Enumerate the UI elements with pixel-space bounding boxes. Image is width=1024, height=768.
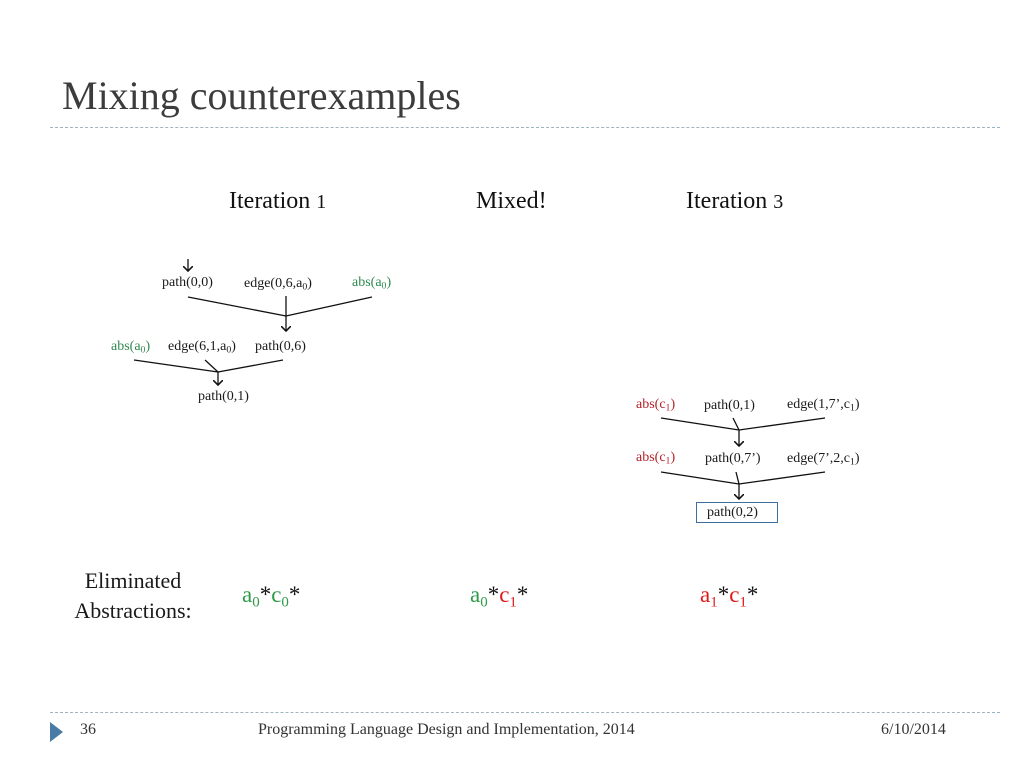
formula-term: a0 [470, 582, 488, 611]
tree3-node-edge-7-2: edge(7’,2,c1) [787, 451, 860, 468]
formula-term: * [487, 582, 500, 607]
tree1-node-path-0-1: path(0,1) [198, 389, 249, 404]
tree3-node-path-0-7: path(0,7’) [705, 451, 761, 466]
column-heading-mixed: Mixed! [476, 188, 547, 214]
tree3-node-path-0-2: path(0,2) [707, 505, 758, 520]
tree1-mid-left-edge [133, 359, 219, 373]
node-subscript: 1 [849, 402, 855, 414]
column-heading-iteration-3: Iteration 3 [686, 188, 783, 215]
formula-term: c1 [499, 582, 517, 611]
tree3-node-path-0-1: path(0,1) [704, 398, 755, 413]
column-heading-iteration-1: Iteration 1 [229, 188, 326, 215]
iteration-3-number: 3 [773, 191, 784, 213]
iteration-1-number: 1 [316, 191, 327, 213]
tree1-node-abs-a0-top: abs(a0) [352, 275, 392, 292]
formula-term: * [516, 582, 529, 607]
tree1-mid-center-edge [204, 359, 219, 373]
formula-term: c1 [729, 582, 747, 611]
tree3-node-abs-c1-top: abs(c1) [636, 397, 676, 414]
formula-term: a1 [700, 582, 718, 611]
node-subscript: 0 [381, 280, 387, 292]
tree1-top-right-edge [285, 296, 373, 317]
tree1-node-path-0-0: path(0,0) [162, 275, 213, 290]
tree1-node-edge-6-1: edge(6,1,a0) [168, 339, 236, 356]
formula-term: * [717, 582, 730, 607]
node-subscript: 0 [226, 344, 232, 356]
tree1-node-path-0-6: path(0,6) [255, 339, 306, 354]
tree3-mid-right-edge [738, 471, 826, 485]
footer-arrow-icon [50, 722, 63, 742]
formula-mixed: a0*c1* [470, 582, 529, 611]
goal-highlight-box [696, 502, 778, 523]
tree1-node-abs-a0-mid: abs(a0) [111, 339, 151, 356]
formula-term: * [746, 582, 759, 607]
formula-iteration-3: a1*c1* [700, 582, 759, 611]
tree3-top-right-edge [738, 417, 826, 431]
formula-term: * [259, 582, 272, 607]
title-divider [50, 127, 1000, 128]
node-subscript: 1 [665, 455, 671, 467]
node-subscript: 0 [140, 344, 146, 356]
iteration-1-text: Iteration [229, 188, 317, 214]
node-subscript: 0 [302, 281, 308, 293]
tree3-top-center-edge [732, 417, 740, 431]
formula-term: * [288, 582, 301, 607]
eliminated-abstractions-label: Eliminated Abstractions: [74, 568, 192, 623]
footer-divider [50, 712, 1000, 713]
tree3-node-abs-c1-mid: abs(c1) [636, 450, 676, 467]
page-number: 36 [80, 721, 96, 738]
node-subscript: 1 [665, 402, 671, 414]
formula-term: a0 [242, 582, 260, 611]
tree3-mid-left-edge [660, 471, 740, 485]
tree1-node-edge-0-6: edge(0,6,a0) [244, 276, 312, 293]
tree3-top-left-edge [660, 417, 740, 431]
tree3-node-edge-1-7: edge(1,7’,c1) [787, 397, 860, 414]
tree1-top-left-edge [187, 296, 287, 317]
formula-iteration-1: a0*c0* [242, 582, 301, 611]
node-subscript: 1 [849, 456, 855, 468]
slide-title: Mixing counterexamples [62, 73, 461, 118]
formula-term: c0 [271, 582, 289, 611]
iteration-3-text: Iteration [686, 188, 774, 214]
tree3-mid-center-edge [735, 471, 740, 485]
footer-course: Programming Language Design and Implemen… [258, 721, 635, 738]
tree1-mid-right-edge [217, 359, 284, 373]
footer-date: 6/10/2014 [881, 721, 946, 738]
